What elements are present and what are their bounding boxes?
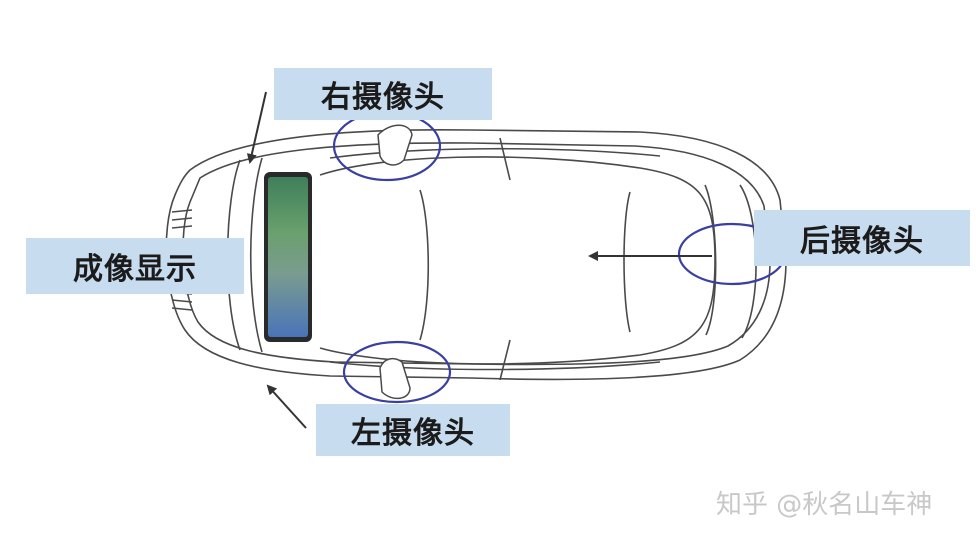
left-camera-label: 左摄像头 <box>316 404 510 456</box>
imaging-display-label: 成像显示 <box>26 238 244 294</box>
imaging-display-image <box>268 177 308 337</box>
arrow-to-front-right <box>246 91 267 164</box>
car-body <box>165 128 787 381</box>
arrow-to-front-left <box>266 384 307 429</box>
left-mirror <box>379 357 411 400</box>
rear-camera-label: 后摄像头 <box>754 210 970 266</box>
watermark: 知乎 @秋名山车神 <box>716 490 933 520</box>
right-camera-label: 右摄像头 <box>274 68 492 120</box>
left-camera-ellipse <box>342 340 452 404</box>
right-mirror <box>377 124 413 166</box>
